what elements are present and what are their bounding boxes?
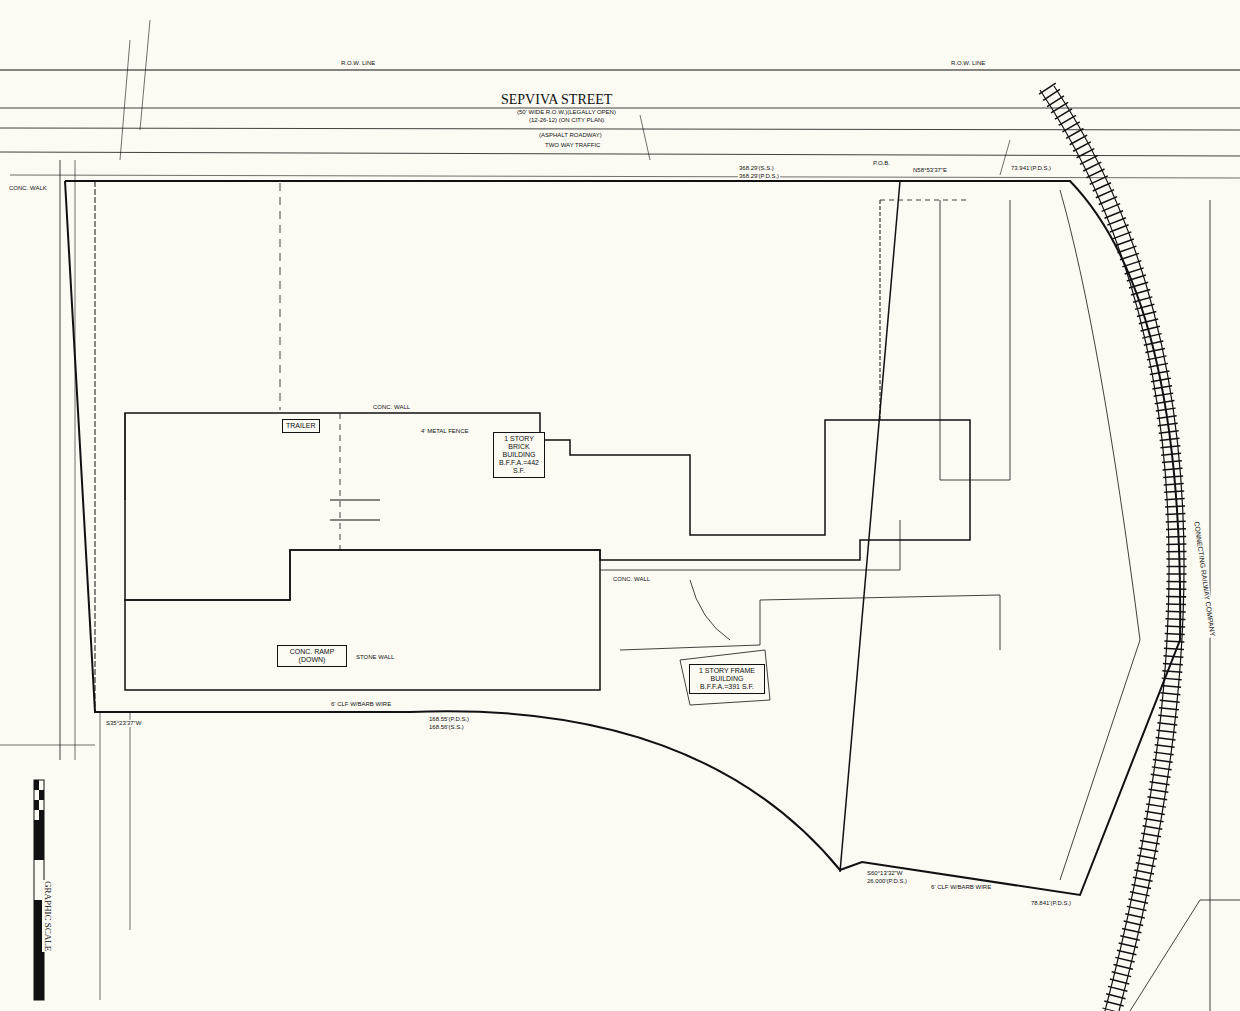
building-outline <box>125 550 600 690</box>
building-box: 1 STORY BRICK BUILDINGB.F.F.A.=442 S.F. <box>493 432 545 478</box>
sidewalk-line <box>10 175 1240 178</box>
plan-label: STONE WALL <box>355 654 395 661</box>
building-box: 1 STORY FRAME BUILDINGB.F.F.A.=391 S.F. <box>689 664 765 694</box>
street-name: SEPVIVA STREET <box>500 92 613 107</box>
plan-label: S60°13'32"W <box>866 870 903 877</box>
building-label: B.F.F.A.=442 S.F. <box>497 459 541 475</box>
pavement-edge <box>1060 190 1140 880</box>
curb-line <box>100 712 130 1000</box>
building-box: CONC. RAMP (DOWN) <box>277 645 347 667</box>
property-line <box>65 181 1180 895</box>
building-outline <box>125 413 970 600</box>
plan-label: 368.29'(P.D.S.) <box>738 173 780 180</box>
plan-label: P.O.B. <box>872 160 891 167</box>
fence-line <box>95 181 96 712</box>
plan-label: CONC. WALK <box>8 185 48 192</box>
plan-label: 73.941'(P.D.S.) <box>1010 165 1052 172</box>
plan-label: 4' METAL FENCE <box>420 428 470 435</box>
dashed-line <box>280 183 281 410</box>
pavement-edge <box>600 520 900 570</box>
wall-line <box>330 499 380 500</box>
plan-label: CONC. WALL <box>612 576 651 583</box>
plan-label: GRAPHIC SCALE <box>42 880 52 952</box>
rail-ties <box>1047 88 1177 1011</box>
plan-label: TWO WAY TRAFFIC <box>544 142 601 149</box>
lot-line <box>840 181 900 872</box>
plan-label: N58°53'37"E <box>912 167 948 174</box>
curb-line <box>75 160 76 760</box>
plan-label: 78.841'(P.D.S.) <box>1030 900 1072 907</box>
plan-label: (50' WIDE R.O.W.)(LEGALLY OPEN) <box>516 109 617 116</box>
curb-line <box>0 128 1240 130</box>
plan-label: (12-26-12) (ON CITY PLAN) <box>528 117 605 124</box>
dashed-line <box>340 413 341 550</box>
plan-label: 168.56'(S.S.) <box>428 724 465 731</box>
plan-label: (ASPHALT ROADWAY) <box>538 132 603 139</box>
plan-label: S35°23'37"W <box>105 720 142 727</box>
curb-line <box>0 745 95 746</box>
plan-label: 26.000'(P.D.S.) <box>866 878 908 885</box>
pavement-edge <box>690 580 730 640</box>
plan-label: 6' CLF W/BARB WIRE <box>930 884 992 891</box>
building-label: 1 STORY FRAME BUILDING <box>693 667 761 683</box>
building-label: 1 STORY BRICK BUILDING <box>497 435 541 459</box>
curb-line <box>0 152 1240 156</box>
parcel-line <box>1130 200 1240 1011</box>
fence-line <box>880 200 881 420</box>
plan-label: 6' CLF W/BARB WIRE <box>330 701 392 708</box>
rail <box>1054 86 1184 1011</box>
plan-label: 368.29'(S.S.) <box>738 165 775 172</box>
building-label: B.F.F.A.=391 S.F. <box>693 683 761 691</box>
plan-label: R.O.W. LINE <box>340 60 376 67</box>
plan-label: 168.55'(P.D.S.) <box>428 716 470 723</box>
leader-line <box>120 20 1010 175</box>
row-line <box>0 108 1240 109</box>
row-line <box>0 69 1240 70</box>
building-outline <box>125 413 126 500</box>
building-label: TRAILER <box>286 422 316 430</box>
building-box: TRAILER <box>282 419 320 433</box>
curb-line <box>60 160 61 760</box>
plan-label: R.O.W. LINE <box>950 60 986 67</box>
plan-label: CONNECTING RAILWAY COMPANY <box>1192 520 1216 638</box>
plan-label: CONC. WALL <box>372 404 411 411</box>
pavement-edge <box>620 595 1000 650</box>
building-outline <box>680 650 770 705</box>
pavement-edge <box>940 200 1010 480</box>
dashed-line <box>880 200 970 201</box>
wall-line <box>330 519 380 520</box>
building-label: CONC. RAMP (DOWN) <box>281 648 343 664</box>
